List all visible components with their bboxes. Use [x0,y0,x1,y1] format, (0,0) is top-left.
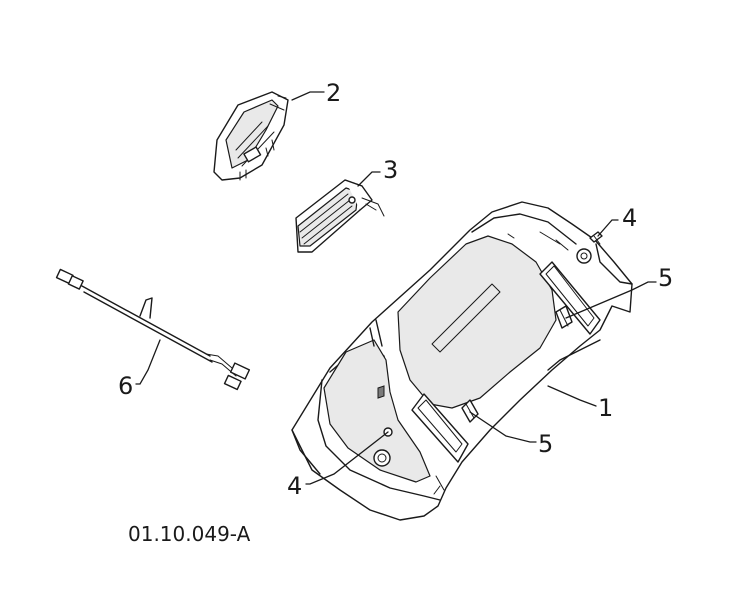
leader-5-upper [565,281,657,319]
part-1-body-housing [291,201,633,521]
callout-2: 2 [326,79,341,107]
part-6-wiring-harness [55,268,251,391]
leader-3 [357,171,381,187]
callout-4-upper: 4 [622,204,637,232]
part-3-module-box [295,179,385,253]
figure-reference-code: 01.10.049-A [128,522,251,546]
leader-lines [135,91,657,485]
part-5-clip-upper [555,305,573,329]
part-2-display-housing [213,91,289,181]
leader-5-lower [469,411,537,443]
part-5-clip-lower [461,399,479,423]
callout-4-lower: 4 [287,472,302,500]
callout-1: 1 [598,394,613,422]
leader-1 [547,385,597,407]
callout-5-lower: 5 [538,430,553,458]
callout-5-upper: 5 [658,264,673,292]
leader-4-upper [597,219,619,237]
leader-2 [291,91,325,101]
leader-6 [135,339,161,385]
callout-6: 6 [118,372,133,400]
leader-4-lower [305,431,389,485]
callout-3: 3 [383,156,398,184]
